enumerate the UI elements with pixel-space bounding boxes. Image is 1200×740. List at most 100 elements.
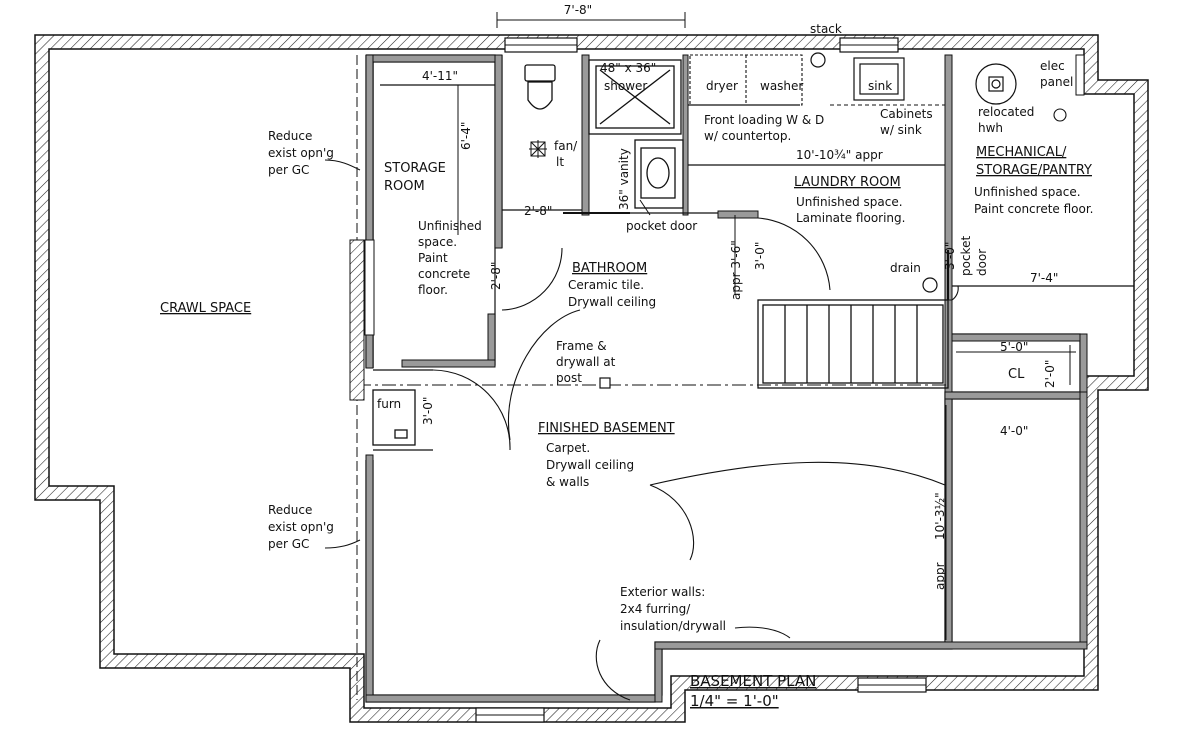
bath-note-2: Drywall ceiling [568,295,656,309]
drain-icon [922,277,938,293]
dim-appr: appr [933,562,947,590]
fan-label-2: lt [556,155,564,169]
plan-scale: 1/4" = 1'-0" [690,692,779,710]
finished-note-1: Carpet. [546,441,590,455]
finished-note-2: Drywall ceiling [546,458,634,472]
crawl-label: CRAWL SPACE [160,301,251,316]
furnace-icon [372,389,416,446]
reduce-2b: exist opn'g [268,520,334,534]
pocket-door-label: pocket door [626,219,697,233]
wall-opening-1 [349,239,365,401]
frame-2: drywall at [556,355,616,369]
washer-dryer-icon [689,54,803,106]
pocket-vertical-1: pocket [959,236,973,276]
appr-3-6: appr 3'-6" [729,240,743,300]
ext-note-1: Exterior walls: [620,585,705,599]
bath-door-dim: 2'-8" [524,204,552,218]
storage-note-5: floor. [418,283,448,297]
toilet-icon [524,64,556,110]
stair-door-dim: 3'-0" [753,242,767,270]
mech-title-2: STORAGE/PANTRY [976,163,1092,178]
cabinets-2: w/ sink [880,123,922,137]
reduce-2c: per GC [268,537,309,551]
window-bottom-right [857,677,927,693]
post-icon [599,377,611,389]
elec-label-2: panel [1040,75,1073,89]
labels: 7'-8" stack 48" x 36" shower dryer washe… [160,3,1094,710]
stack-icon [810,52,826,68]
frame-3: post [556,371,582,385]
reduce-1c: per GC [268,163,309,177]
laundry-note-1: Unfinished space. [796,195,903,209]
furnace-door: 3'-0" [421,397,435,425]
front-load-1: Front loading W & D [704,113,824,127]
reduce-1b: exist opn'g [268,146,334,160]
fan-icon [529,140,547,158]
storage-door: 2'-8" [489,262,503,290]
wall-opening-2 [364,239,375,336]
vanity-icon [634,139,684,209]
finished-note-3: & walls [546,475,589,489]
elec-label-1: elec [1040,59,1065,73]
leader-lines [324,159,791,639]
overall-dim: 7'-8" [564,3,592,17]
washer-label: washer [760,79,803,93]
closet-label: CL [1008,367,1025,382]
reduce-2a: Reduce [268,503,312,517]
frame-1: Frame & [556,339,607,353]
ext-note-3: insulation/drywall [620,619,726,633]
closet-width: 5'-0" [1000,340,1028,354]
ext-note-2: 2x4 furring/ [620,602,691,616]
drain-label: drain [890,261,921,275]
finished-title: FINISHED BASEMENT [538,421,675,436]
mech-door-dim: 3'-0" [943,242,957,270]
storage-title-2: ROOM [384,179,425,194]
plan-title: BASEMENT PLAN [690,672,816,690]
drain-icon-2 [1053,108,1067,122]
sink-icon [853,57,905,101]
bath-note-1: Ceramic tile. [568,278,644,292]
closet-depth: 2'-0" [1043,360,1057,388]
mech-title-1: MECHANICAL/ [976,145,1067,160]
dim-7-4: 7'-4" [1030,271,1058,285]
storage-title-1: STORAGE [384,161,446,176]
dim-10-3: 10'-3½" [933,492,947,540]
storage-dim-h: 6'-4" [459,122,473,150]
shower-size: 48" x 36" [600,61,656,75]
window-top-laundry [839,37,899,53]
dryer-label: dryer [706,79,738,93]
shower-icon [588,59,682,135]
storage-note-2: space. [418,235,457,249]
dimension-lines [380,12,1134,640]
dim-4-0: 4'-0" [1000,424,1028,438]
laundry-title: LAUNDRY ROOM [794,175,901,190]
foundation-wall [34,34,1149,723]
pocket-vertical-2: door [975,249,989,276]
mech-note-2: Paint concrete floor. [974,202,1094,216]
stairs [757,299,949,389]
shower-label: shower [604,79,647,93]
cabinets-1: Cabinets [880,107,933,121]
window-top-bath [504,37,578,53]
laundry-note-2: Laminate flooring. [796,211,905,225]
hwh-label-2: hwh [978,121,1003,135]
storage-note-4: concrete [418,267,470,281]
elec-panel-icon [1075,54,1085,96]
laundry-dim: 10'-10¾" appr [796,148,883,162]
furnace-label: furn [377,397,401,411]
water-heater-icon [975,63,1017,105]
bath-title: BATHROOM [572,261,647,276]
hwh-label-1: relocated [978,105,1034,119]
storage-dim-w: 4'-11" [422,69,458,83]
stack-label: stack [810,22,842,36]
storage-note-3: Paint [418,251,448,265]
vanity-label: 36" vanity [617,148,631,210]
window-bottom-left [475,707,545,723]
fan-label-1: fan/ [554,139,578,153]
mech-note-1: Unfinished space. [974,185,1081,199]
storage-note-1: Unfinished [418,219,482,233]
reduce-1a: Reduce [268,129,312,143]
door-swings [432,217,959,701]
front-load-2: w/ countertop. [704,129,791,143]
